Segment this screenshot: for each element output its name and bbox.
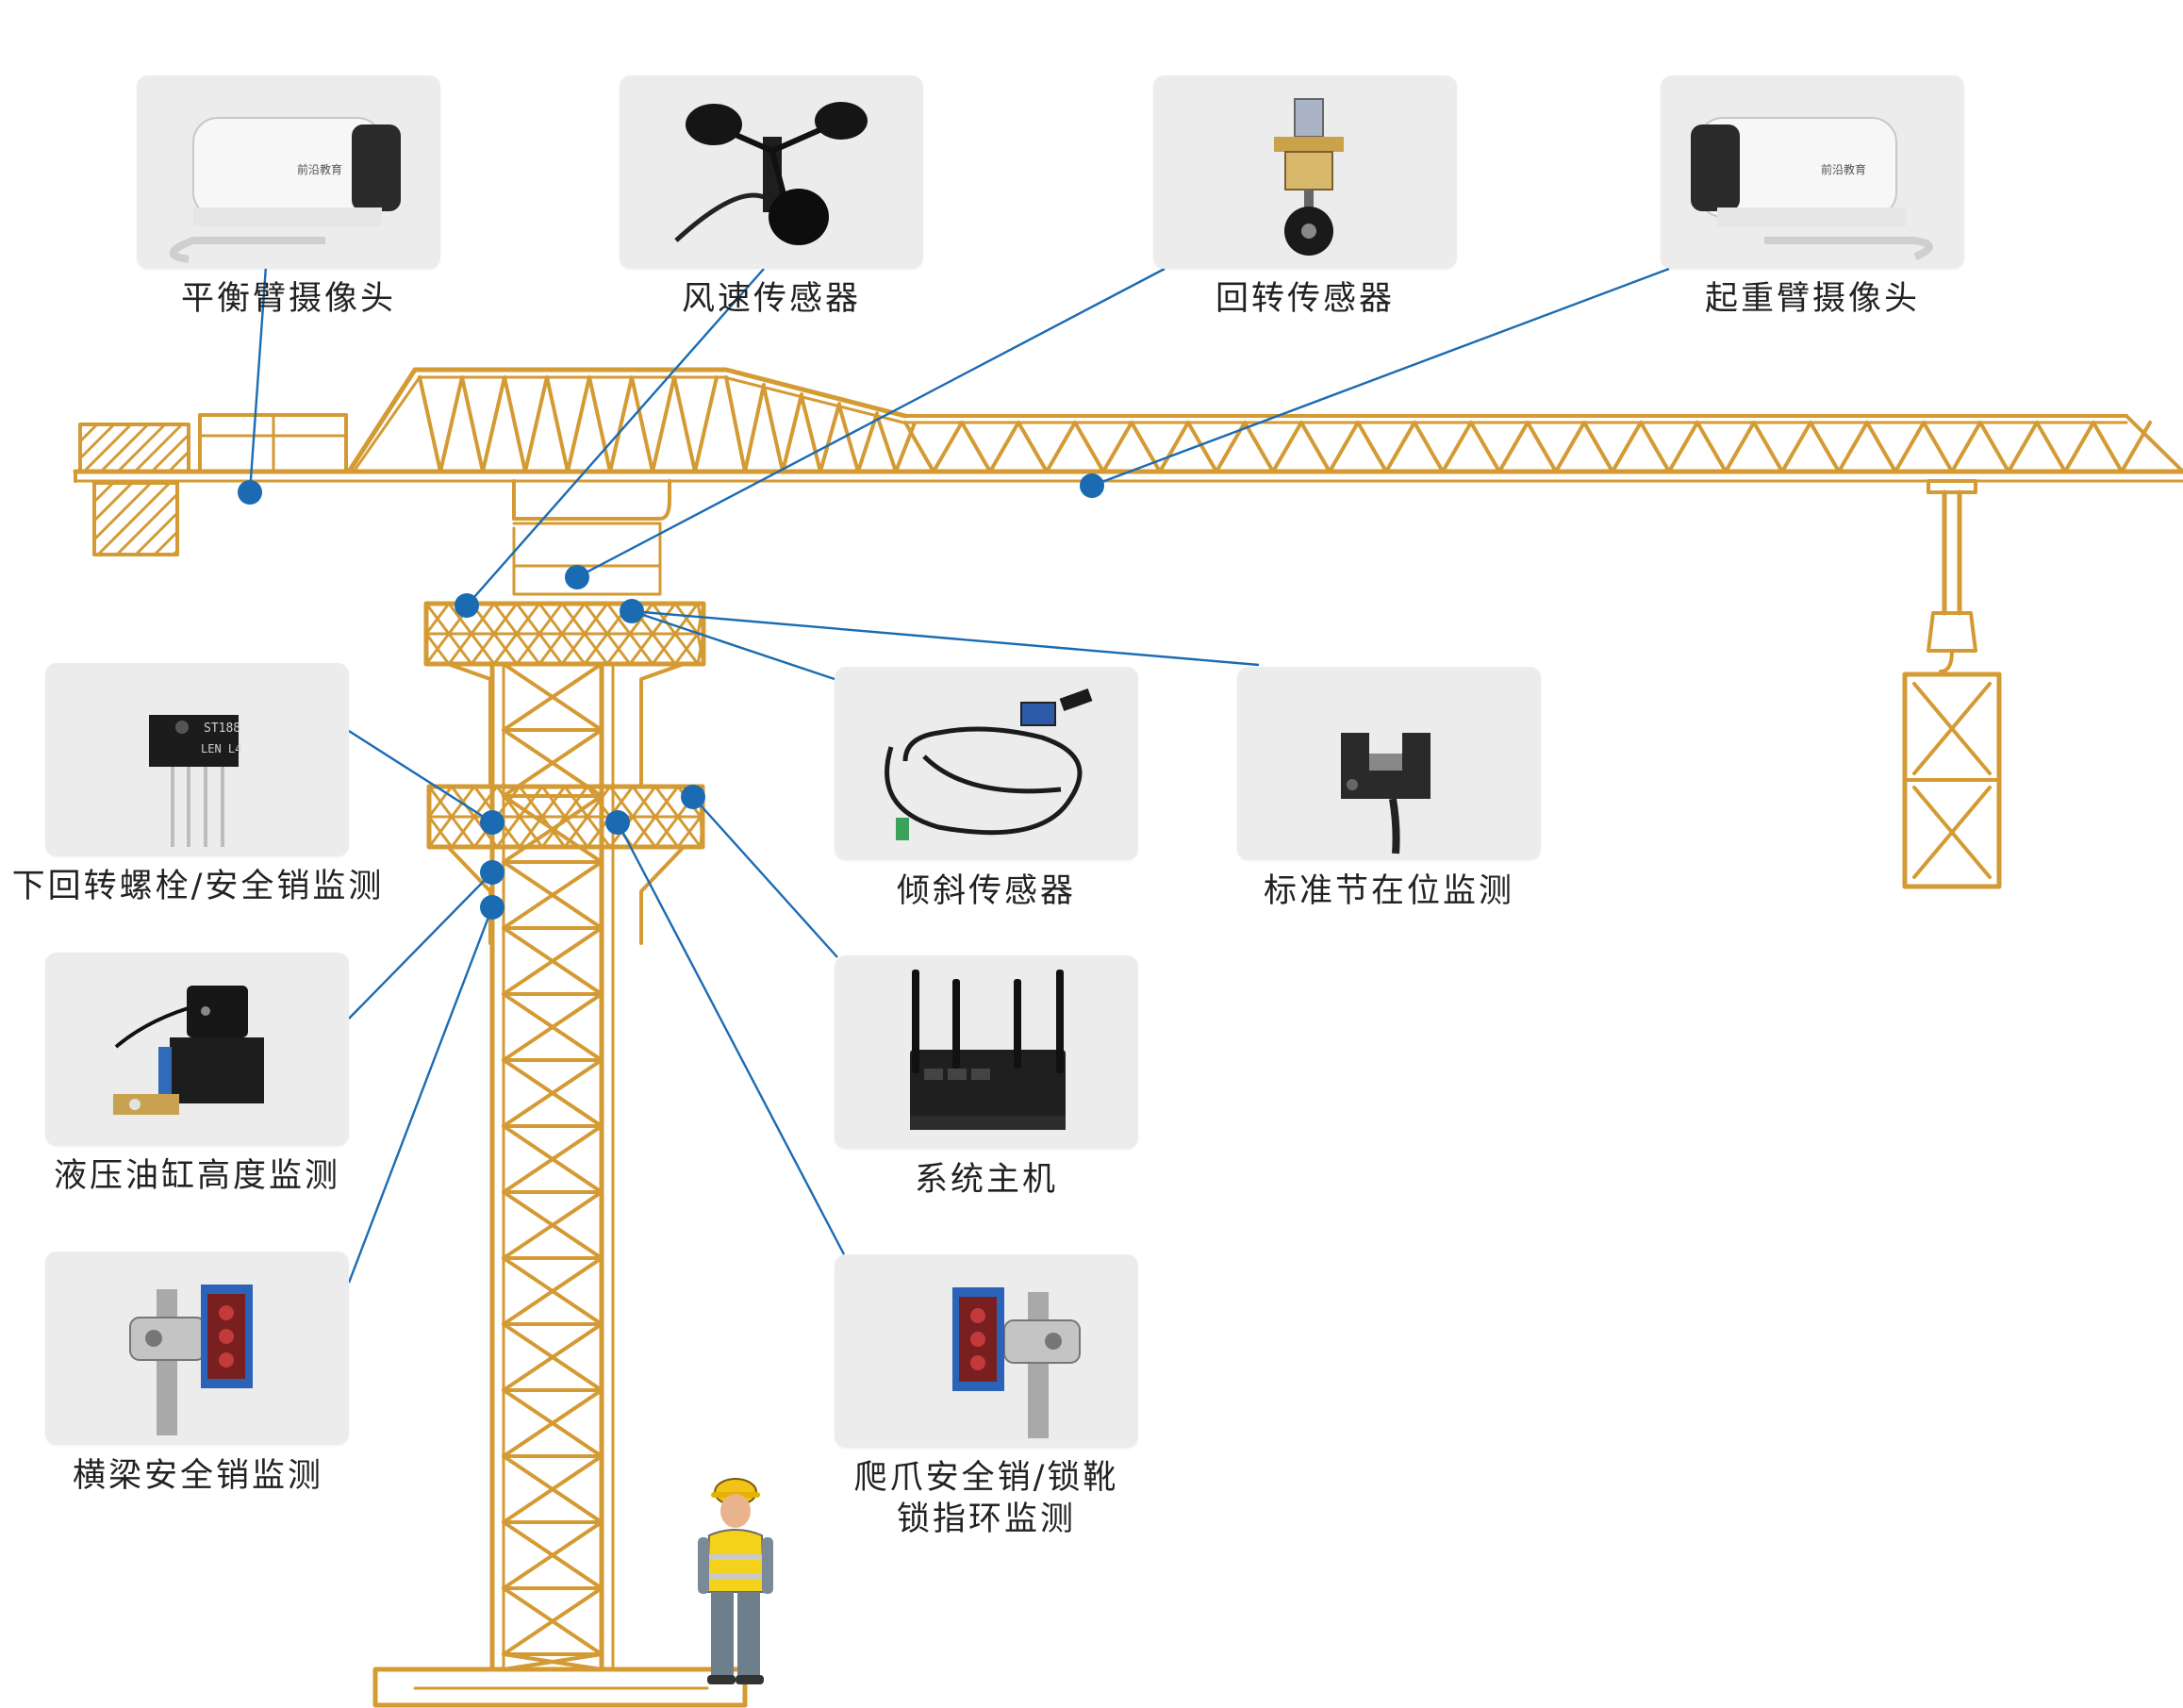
slot-sensor-icon xyxy=(1341,733,1431,854)
photoelectric-sensor-icon xyxy=(952,1287,1081,1438)
label-climbing-claw-line1: 爬爪安全销/锁靴 xyxy=(853,1459,1119,1497)
chip-text-1: ST188 xyxy=(204,721,240,736)
connector-slewing-sensor xyxy=(576,267,1166,579)
label-lower-slewing-bolt: 下回转螺栓/安全销监测 xyxy=(11,868,385,905)
card-climbing-claw xyxy=(835,1254,1138,1448)
label-tilt-sensor: 倾斜传感器 xyxy=(896,872,1076,910)
card-beam-pin xyxy=(45,1252,349,1445)
connector-hydraulic-cylinder xyxy=(348,871,493,1020)
sensor-dots xyxy=(238,473,1104,920)
card-lower-slewing-bolt: ST188 LEN L4 xyxy=(45,663,349,856)
rotation-sensor-icon xyxy=(1274,98,1344,256)
label-standard-section: 标准节在位监测 xyxy=(1263,872,1514,910)
dot-host xyxy=(681,785,705,809)
anemometer-icon xyxy=(674,102,868,245)
connector-wind-speed-sensor xyxy=(466,268,765,606)
camera-brand: 前沿教育 xyxy=(297,162,342,176)
router-icon xyxy=(910,970,1066,1130)
chip-text-2: LEN L4 xyxy=(201,742,241,755)
dot-platform xyxy=(620,599,644,623)
connector-standard-section xyxy=(631,609,1260,667)
label-wind-speed-sensor: 风速传感器 xyxy=(681,280,861,318)
dot-claw xyxy=(605,810,630,835)
photo-interrupter-icon: ST188 LEN L4 xyxy=(149,715,241,847)
label-slewing-sensor: 回转传感器 xyxy=(1215,280,1395,318)
card-slewing-sensor xyxy=(1153,75,1457,269)
label-hydraulic-cylinder: 液压油缸高度监测 xyxy=(53,1157,340,1195)
dot-balance-arm xyxy=(238,480,262,505)
camera-icon: 前沿教育 xyxy=(169,117,401,263)
dot-jib xyxy=(1080,473,1104,498)
label-jib-camera: 起重臂摄像头 xyxy=(1704,280,1920,318)
hook-assembly xyxy=(1902,479,2002,889)
card-balance-arm-camera: 前沿教育 xyxy=(137,75,440,269)
card-jib-camera: 前沿教育 xyxy=(1661,75,1964,269)
card-hydraulic-cylinder xyxy=(45,953,349,1146)
camera-icon: 前沿教育 xyxy=(1691,117,1933,260)
label-climbing-claw-line2: 锁指环监测 xyxy=(896,1501,1076,1538)
camera-brand: 前沿教育 xyxy=(1821,162,1866,176)
dot-beam xyxy=(480,895,504,920)
jib-upper-truss xyxy=(346,367,917,474)
draw-wire-encoder-icon xyxy=(113,986,264,1115)
crane-cab xyxy=(512,479,671,596)
connector-lines xyxy=(248,265,1670,1284)
card-standard-section xyxy=(1237,667,1541,860)
connector-balance-arm-camera xyxy=(248,265,268,493)
connector-system-host xyxy=(692,796,838,958)
card-system-host xyxy=(835,955,1138,1149)
construction-worker-icon xyxy=(698,1478,773,1684)
card-tilt-sensor xyxy=(835,667,1138,860)
label-beam-pin: 横梁安全销监测 xyxy=(72,1457,323,1495)
card-wind-speed-sensor xyxy=(620,75,923,269)
connector-tilt-sensor xyxy=(631,609,835,681)
connector-beam-pin xyxy=(347,906,494,1284)
tower-crane xyxy=(73,367,2183,1708)
counter-jib xyxy=(78,413,348,556)
label-balance-arm-camera: 平衡臂摄像头 xyxy=(180,280,396,318)
dot-slewing xyxy=(565,565,589,589)
tower-mast xyxy=(372,661,748,1708)
photoelectric-sensor-icon xyxy=(129,1285,253,1435)
connector-lower-slewing-bolt xyxy=(348,729,493,824)
label-system-host: 系统主机 xyxy=(914,1161,1058,1199)
tilt-sensor-icon xyxy=(885,688,1093,840)
connector-climbing-claw xyxy=(616,821,846,1255)
dot-hydraulic xyxy=(480,860,504,885)
dot-wind xyxy=(455,593,479,618)
connector-jib-camera xyxy=(1091,267,1670,488)
dot-lower-slewing xyxy=(480,810,504,835)
